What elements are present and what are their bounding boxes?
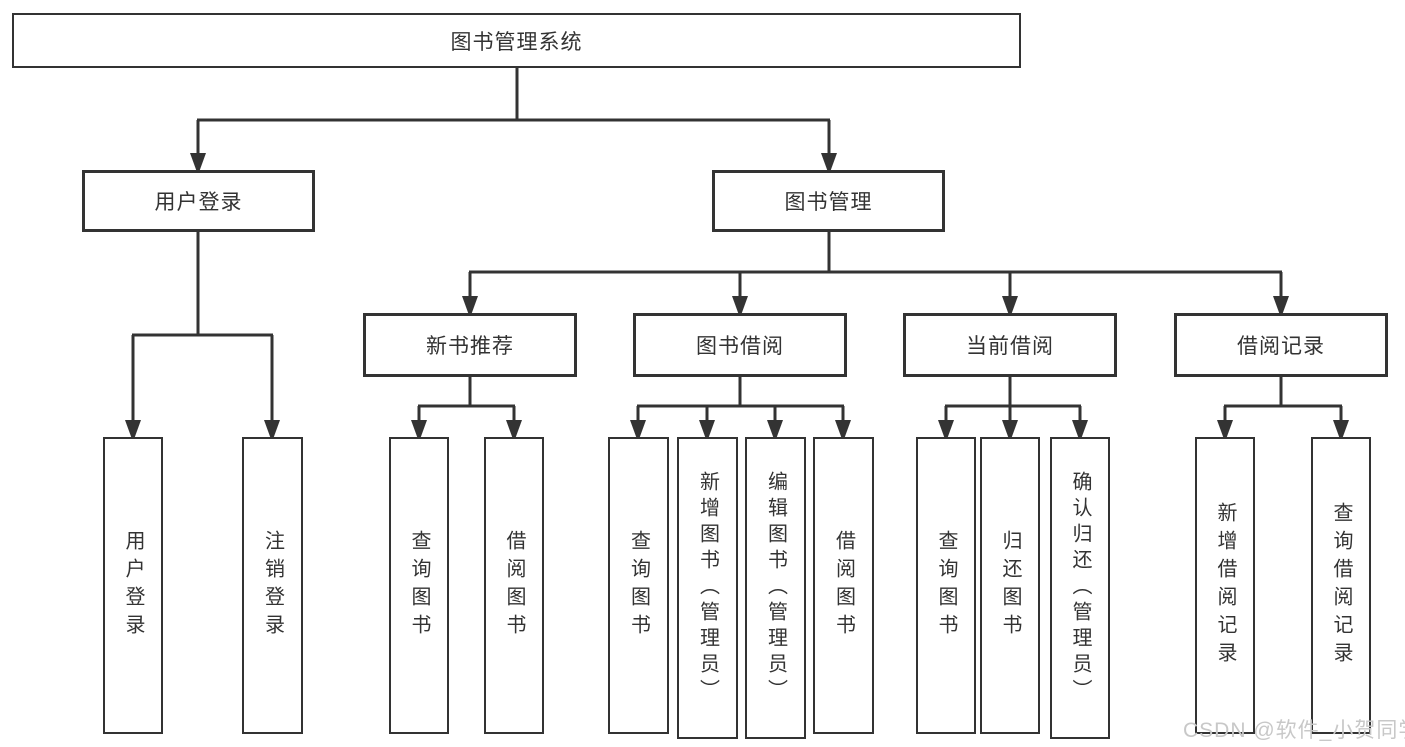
leaf-return-books: 归还图书: [980, 437, 1040, 734]
arrowhead: [1333, 420, 1349, 442]
arrowhead: [125, 420, 141, 442]
node-book-borrow: 图书借阅: [633, 313, 847, 377]
leaf-borrow-books: 借阅图书: [484, 437, 544, 734]
leaf-add-book-admin: 新增图书（管理员）: [677, 437, 738, 739]
arrowhead: [821, 153, 837, 175]
leaf-edit-book-admin: 编辑图书（管理员）: [745, 437, 806, 739]
node-user-login: 用户登录: [82, 170, 315, 232]
arrowhead: [630, 420, 646, 442]
leaf-confirm-return-admin: 确认归还（管理员）: [1050, 437, 1110, 739]
arrowhead: [1217, 420, 1233, 442]
arrowhead: [462, 296, 478, 318]
arrowhead: [1002, 420, 1018, 442]
arrowhead: [190, 153, 206, 175]
arrowhead: [732, 296, 748, 318]
arrowhead: [767, 420, 783, 442]
leaf-query-books: 查询图书: [916, 437, 976, 734]
arrowhead: [411, 420, 427, 442]
leaf-borrow-books: 借阅图书: [813, 437, 874, 734]
leaf-add-borrow-record: 新增借阅记录: [1195, 437, 1255, 734]
csdn-watermark: CSDN @软件_小贺同学: [1183, 719, 1405, 742]
node-new-book-recommend: 新书推荐: [363, 313, 577, 377]
leaf-user-login: 用户登录: [103, 437, 163, 734]
leaf-query-books: 查询图书: [608, 437, 669, 734]
arrowhead: [1273, 296, 1289, 318]
arrowhead: [264, 420, 280, 442]
node-library-management-system: 图书管理系统: [12, 13, 1021, 68]
leaf-query-books: 查询图书: [389, 437, 449, 734]
node-borrow-records: 借阅记录: [1174, 313, 1388, 377]
node-current-borrow: 当前借阅: [903, 313, 1117, 377]
arrowhead: [1072, 420, 1088, 442]
arrowhead: [938, 420, 954, 442]
arrowhead: [506, 420, 522, 442]
node-book-management: 图书管理: [712, 170, 945, 232]
arrowhead: [699, 420, 715, 442]
leaf-logout: 注销登录: [242, 437, 303, 734]
arrowhead: [835, 420, 851, 442]
arrowhead: [1002, 296, 1018, 318]
leaf-query-borrow-record: 查询借阅记录: [1311, 437, 1371, 734]
